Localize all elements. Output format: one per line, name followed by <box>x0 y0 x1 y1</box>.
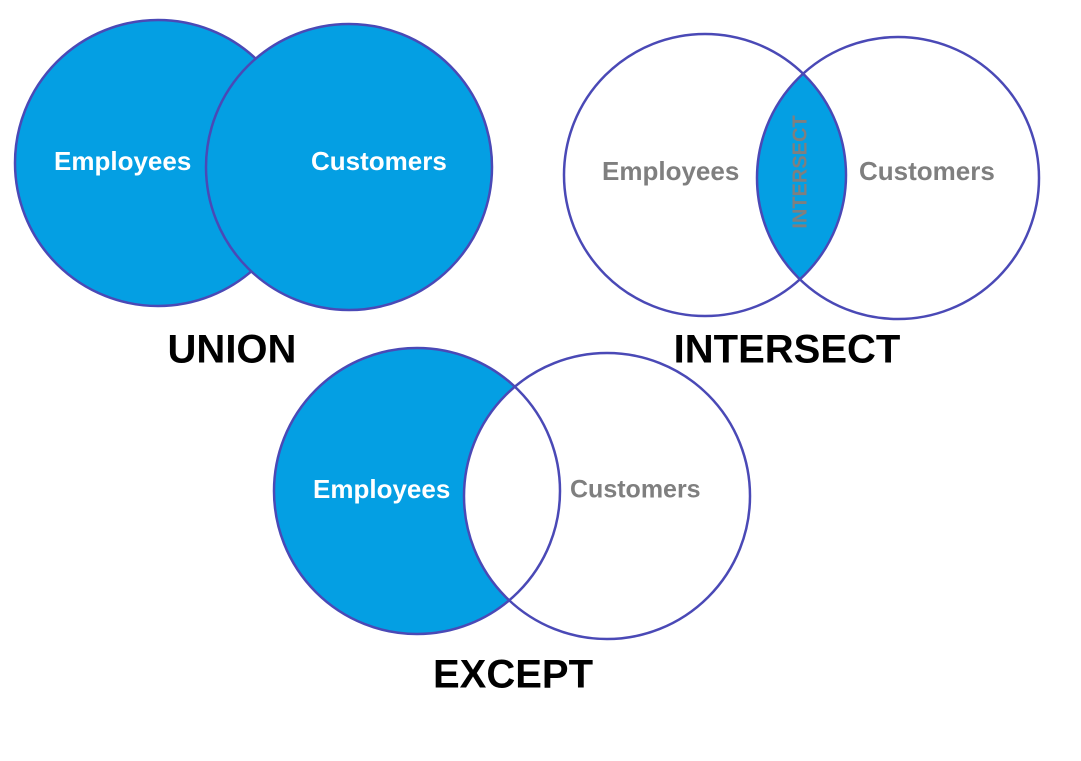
except-customers-label: Customers <box>570 476 701 504</box>
intersect-employees-label: Employees <box>602 156 739 186</box>
union-employees-label: Employees <box>54 146 191 176</box>
union-title: UNION <box>168 328 297 372</box>
except-employees-fill <box>274 348 560 634</box>
except-diagram: Employees Customers EXCEPT <box>272 346 752 697</box>
except-employees-label: Employees <box>313 474 450 504</box>
intersect-customers-circle <box>755 35 1041 321</box>
union-diagram: Employees Customers UNION <box>13 18 494 372</box>
intersect-title: INTERSECT <box>674 328 901 372</box>
intersect-customers-label: Customers <box>859 156 995 186</box>
except-customers-circle <box>462 351 752 641</box>
intersect-overlap-label: INTERSECT <box>789 115 811 228</box>
except-employees-circle <box>272 346 562 636</box>
union-customers-label: Customers <box>311 146 447 176</box>
intersect-diagram: Employees Customers INTERSECT INTERSECT <box>562 32 1041 372</box>
union-customers-circle <box>204 22 494 312</box>
intersect-employees-circle <box>562 32 848 318</box>
except-title: EXCEPT <box>433 653 593 697</box>
